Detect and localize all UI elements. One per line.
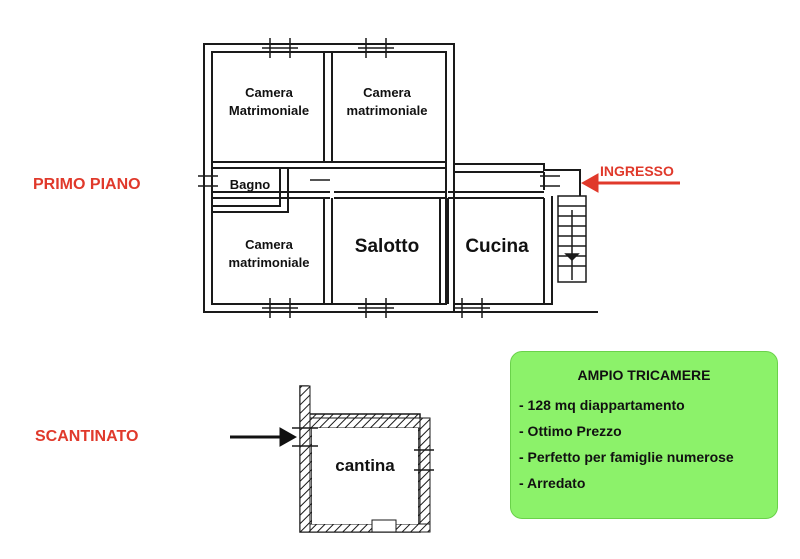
info-title: AMPIO TRICAMERE <box>577 367 711 383</box>
room-camera-1-line2: Matrimoniale <box>228 103 310 118</box>
room-bagno: Bagno <box>229 177 271 192</box>
room-cucina: Cucina <box>465 236 529 257</box>
room-camera-3-line1: Camera <box>245 237 293 252</box>
room-camera-3-line2: matrimoniale <box>228 255 310 270</box>
info-box: AMPIO TRICAMERE - 128 mq diappartamento … <box>510 351 778 519</box>
room-camera-1-line1: Camera <box>245 85 293 100</box>
room-camera-2-line2: matrimoniale <box>346 103 428 118</box>
primo-piano-label: PRIMO PIANO <box>33 176 141 193</box>
primo-piano-walls <box>203 43 598 313</box>
cantina-walls <box>292 385 434 533</box>
ingresso-label: INGRESSO <box>600 163 674 179</box>
ingresso-arrow <box>580 173 680 193</box>
room-camera-2: Camera matrimoniale <box>332 84 442 120</box>
info-item: - Ottimo Prezzo <box>519 423 622 439</box>
info-item: - 128 mq diappartamento <box>519 397 685 413</box>
scantinato-arrow <box>230 427 298 447</box>
window-marks <box>198 38 560 318</box>
staircase <box>557 195 587 283</box>
room-salotto: Salotto <box>354 236 420 257</box>
info-item: - Perfetto per famiglie numerose <box>519 449 734 465</box>
room-camera-2-line1: Camera <box>363 85 411 100</box>
scantinato-label: SCANTINATO <box>35 428 139 445</box>
info-item: - Arredato <box>519 475 586 491</box>
room-camera-3: Camera matrimoniale <box>214 236 324 272</box>
info-list: - 128 mq diappartamento - Ottimo Prezzo … <box>519 396 734 500</box>
room-cantina: cantina <box>335 456 395 475</box>
room-camera-1: Camera Matrimoniale <box>214 84 324 120</box>
